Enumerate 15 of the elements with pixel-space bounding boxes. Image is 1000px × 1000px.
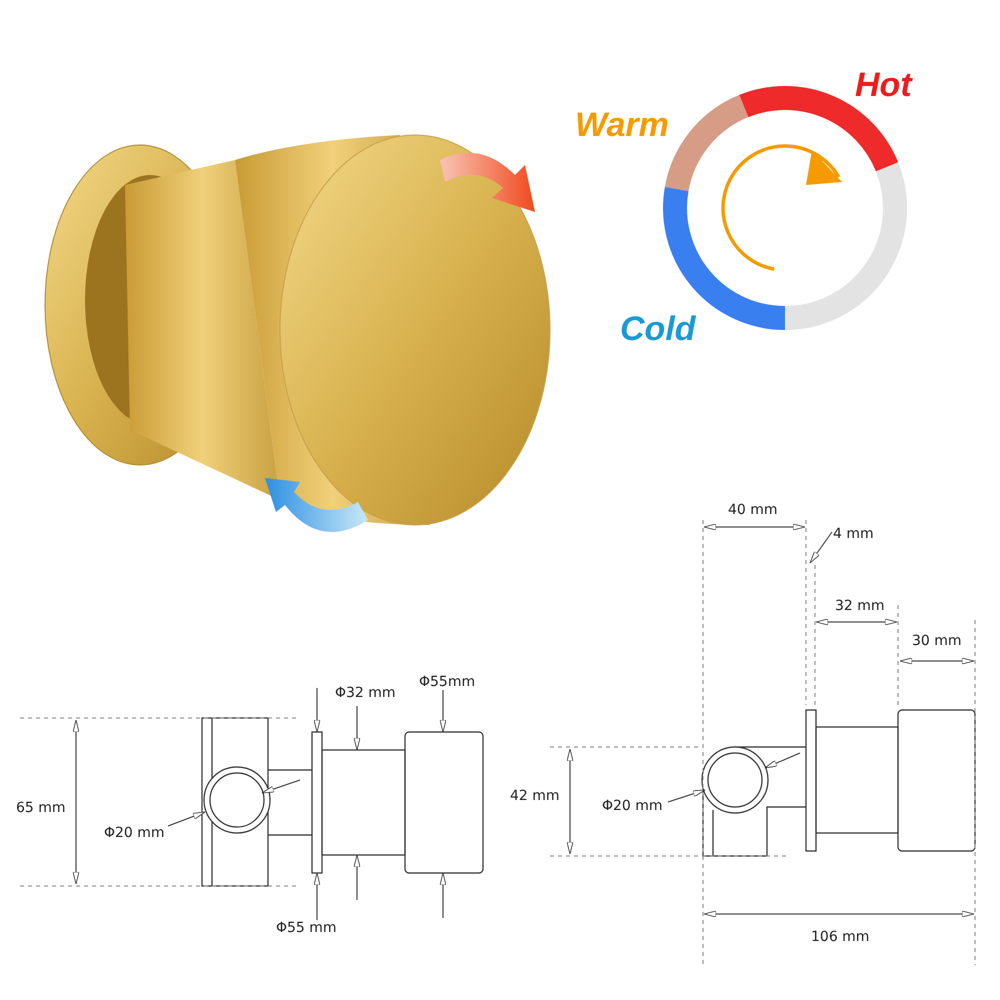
- dimension-label: 40 mm: [728, 503, 778, 517]
- dimension-label: 65 mm: [16, 801, 66, 815]
- dimension-label: Φ20 mm: [104, 826, 165, 840]
- dimension-label: 30 mm: [912, 634, 962, 648]
- dimension-label: Φ55 mm: [276, 921, 337, 935]
- temperature-label: Cold: [620, 312, 696, 346]
- temperature-label: Warm: [575, 108, 669, 142]
- dimension-label: 4 mm: [833, 527, 874, 541]
- dimension-label: 42 mm: [510, 789, 560, 803]
- dimension-label: 106 mm: [811, 930, 870, 944]
- temperature-label: Hot: [855, 68, 912, 102]
- dimension-label: 32 mm: [835, 599, 885, 613]
- dimension-label: Φ32 mm: [335, 686, 396, 700]
- dimension-label: Φ20 mm: [602, 799, 663, 813]
- dimension-label: Φ55mm: [419, 675, 476, 689]
